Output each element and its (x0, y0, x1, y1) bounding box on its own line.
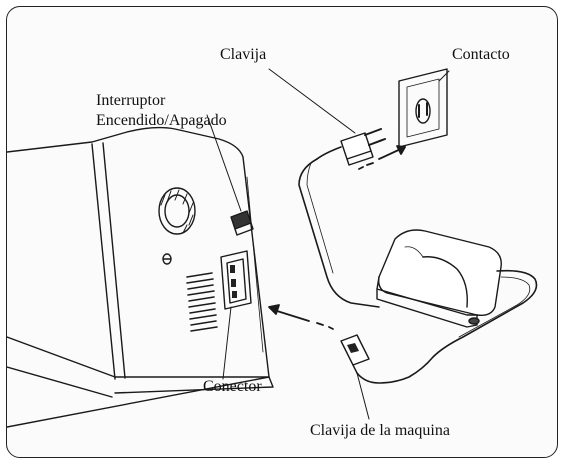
power-switch (230, 210, 254, 236)
machine-plug (340, 334, 370, 374)
foot-controller (376, 229, 502, 328)
label-interruptor: Interruptor (96, 92, 166, 109)
machine-connector-socket (220, 250, 252, 310)
label-conector: Conector (203, 378, 262, 395)
power-cord (298, 158, 380, 308)
leader-lines (206, 68, 450, 420)
power-symbol-icon (162, 253, 172, 265)
power-connection-diagram (7, 68, 538, 428)
handwheel-knob (158, 187, 196, 235)
diagram-frame: Clavija Contacto Interruptor Encendido/A… (6, 6, 558, 458)
arrow-plug-to-connector (268, 304, 334, 330)
plug (316, 128, 386, 166)
arrow-plug-to-outlet (358, 145, 406, 170)
label-contacto: Contacto (452, 46, 510, 63)
label-clavija-de-la-maquina: Clavija de la maquina (310, 422, 450, 439)
foot-controller-cord (356, 269, 538, 384)
label-clavija: Clavija (220, 46, 267, 63)
vent-slots (186, 272, 218, 332)
sewing-machine (7, 126, 274, 428)
label-encendido-apagado: Encendido/Apagado (96, 112, 227, 129)
wall-outlet (398, 68, 448, 148)
